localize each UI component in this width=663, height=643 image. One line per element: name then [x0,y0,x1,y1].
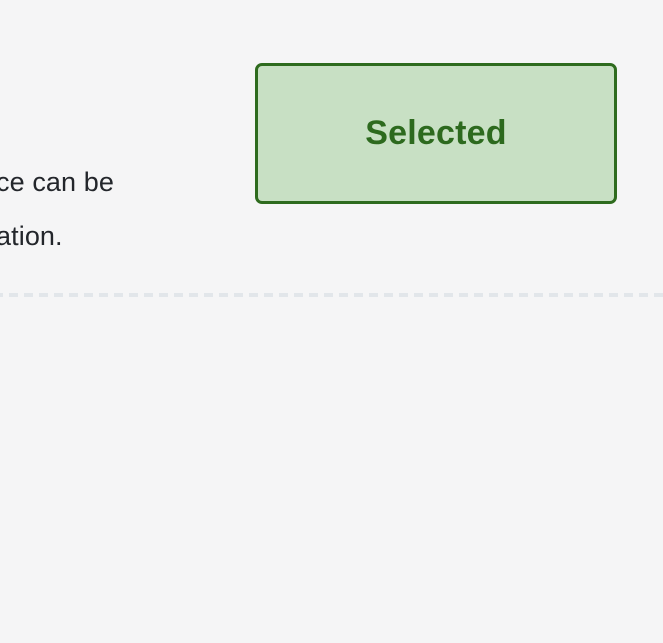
description-line: ation. [0,221,63,251]
list-item: ce can be ation. Selected [0,0,663,293]
description-line: ce can be [0,167,114,197]
list-item: ession 2 Big Idea of alues) and Select [0,297,663,643]
selected-button[interactable]: Selected [255,63,617,204]
item-description-top: ce can be ation. [0,155,114,263]
dashed-divider [0,293,663,297]
